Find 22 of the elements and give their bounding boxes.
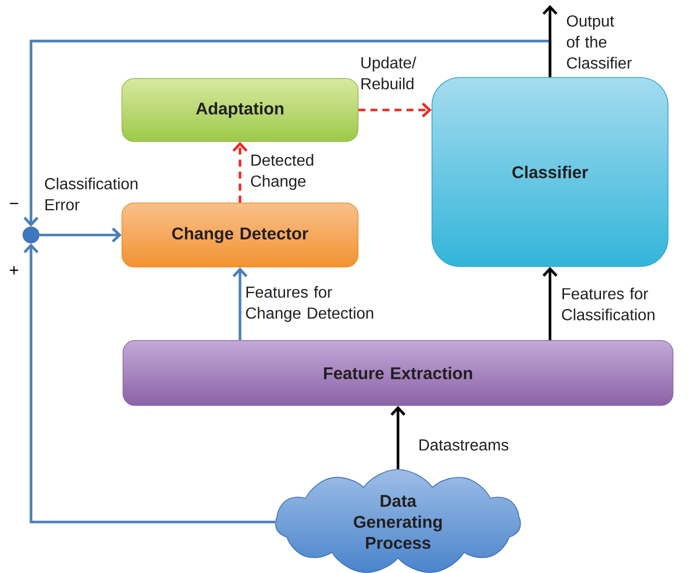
arrow xyxy=(542,266,558,340)
process-box: Change Detector xyxy=(122,202,358,268)
arrow xyxy=(358,102,432,118)
arrow xyxy=(232,267,248,340)
arrow xyxy=(24,243,276,524)
edge-label: Detected Change xyxy=(251,154,314,190)
arrow xyxy=(390,406,406,470)
sign-label: − xyxy=(10,202,18,204)
process-box: Adaptation xyxy=(122,78,358,142)
edge-label: Datastreams xyxy=(420,439,508,451)
arrow xyxy=(39,228,122,242)
edge-label: Output of the Classifier xyxy=(566,15,632,69)
process-box: Feature Extraction xyxy=(122,340,674,406)
arrow xyxy=(542,5,558,78)
arrow xyxy=(24,40,552,227)
edge-label: Update/ Rebuild xyxy=(361,56,416,90)
edge-label: Features for Classification xyxy=(562,288,654,320)
sign-label: + xyxy=(10,266,18,274)
arrow xyxy=(232,142,248,203)
junction-circle xyxy=(22,226,40,244)
process-box: Classifier xyxy=(432,77,668,267)
edge-label: Features for Change Detection xyxy=(246,286,374,322)
